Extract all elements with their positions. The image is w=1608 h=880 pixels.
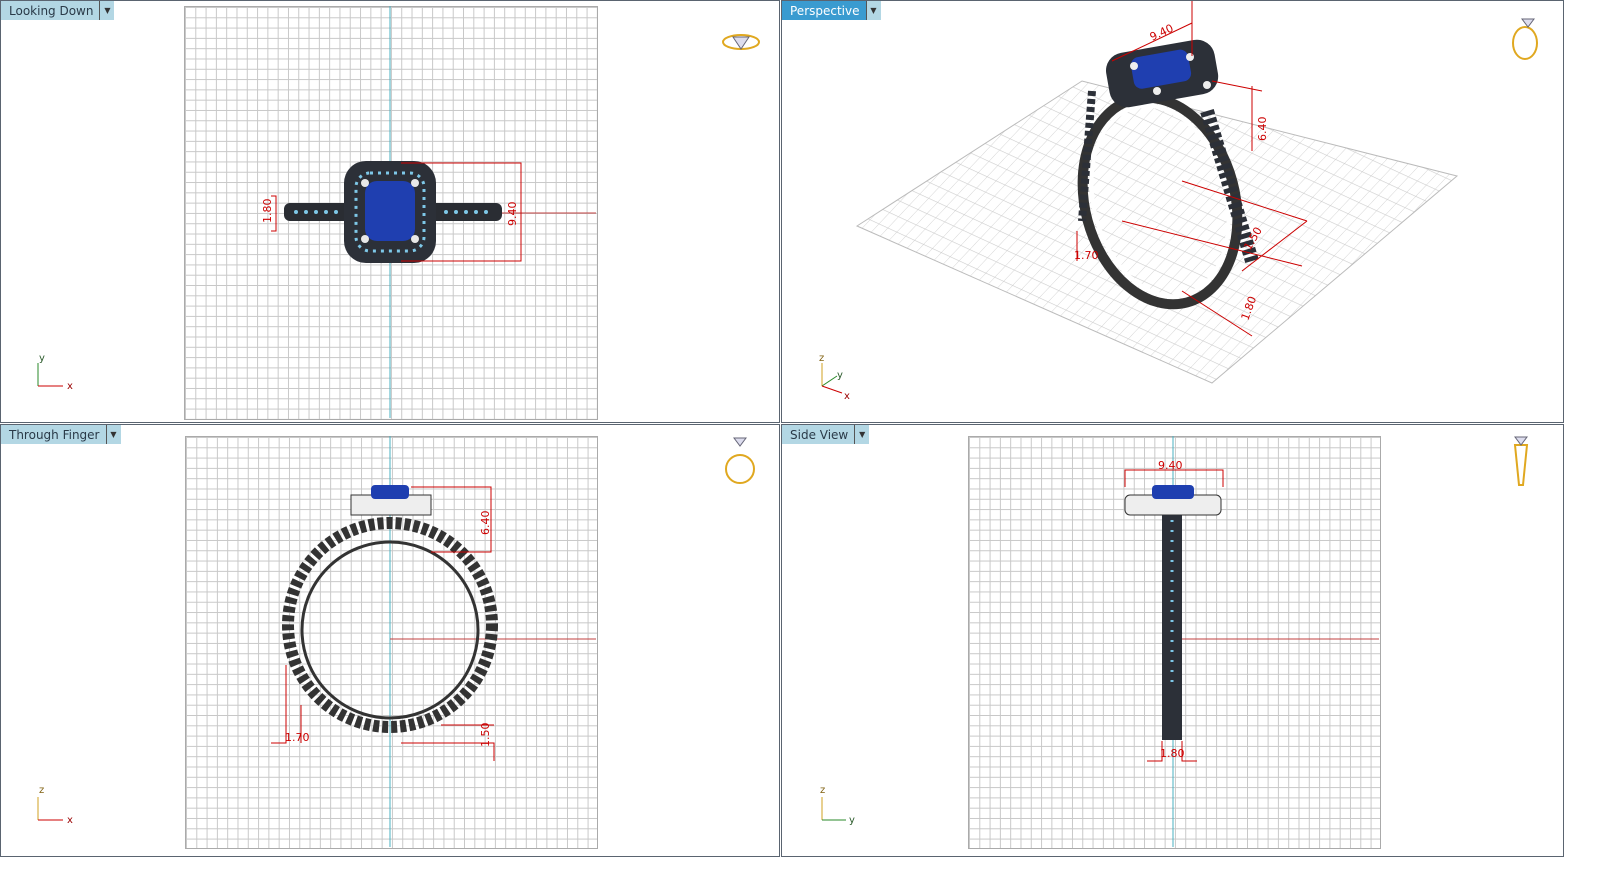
dimension-label: 1.70 [1074, 249, 1099, 262]
axis-label-z: z [820, 785, 825, 796]
axis-label-x: x [67, 381, 73, 392]
chevron-down-icon[interactable]: ▼ [854, 425, 870, 444]
dimension-label: 1.70 [285, 731, 310, 744]
axis-label-z: z [819, 353, 824, 364]
axis-label-z: z [39, 785, 44, 796]
ring-top-icon[interactable] [722, 34, 760, 50]
ring-front-drawing: 6.40 1.70 1.50 z x [37, 436, 755, 847]
viewport-title: Looking Down [9, 3, 94, 18]
viewport-side-view[interactable]: 9.40 1.80 z y Side View ▼ [781, 424, 1564, 857]
chevron-down-icon[interactable]: ▼ [865, 1, 881, 20]
axis-label-y: y [837, 370, 843, 381]
dimension-label: 1.80 [1160, 747, 1185, 760]
ring-perspective-icon[interactable] [1512, 18, 1538, 60]
dimension-label: 9.40 [1158, 459, 1183, 472]
chevron-down-icon[interactable]: ▼ [105, 425, 121, 444]
dimension-label: 6.40 [1256, 117, 1269, 142]
tab-side-view[interactable]: Side View ▼ [782, 425, 870, 444]
viewport-perspective[interactable]: 9.40 6.40 1.70 1.50 1.80 z y x Perspecti… [781, 0, 1564, 423]
axis-label-x: x [844, 391, 850, 402]
viewport-title: Perspective [790, 3, 860, 18]
viewport-title: Side View [790, 427, 849, 442]
axis-label-y: y [39, 353, 45, 364]
tab-through-finger[interactable]: Through Finger ▼ [1, 425, 121, 444]
dimension-label: 9.40 [1148, 22, 1176, 44]
ring-front-icon[interactable] [725, 437, 755, 484]
ring-side-icon[interactable] [1513, 436, 1529, 486]
chevron-down-icon[interactable]: ▼ [99, 1, 115, 20]
dimension-label: 9.40 [506, 202, 519, 227]
ring-top-drawing: 9.40 1.80 y x [37, 6, 760, 418]
ring-side-drawing: 9.40 1.80 z y [820, 436, 1529, 847]
axis-label-x: x [67, 815, 73, 826]
tab-perspective[interactable]: Perspective ▼ [782, 1, 881, 20]
ring-perspective-drawing: 9.40 6.40 1.70 1.50 1.80 z y x [819, 1, 1538, 402]
viewport-title: Through Finger [9, 427, 100, 442]
tab-looking-down[interactable]: Looking Down ▼ [1, 1, 115, 20]
dimension-label: 6.40 [479, 511, 492, 536]
dimension-label: 1.80 [261, 199, 274, 224]
viewport-looking-down[interactable]: 9.40 1.80 y x Looking Down ▼ [0, 0, 780, 423]
viewport-through-finger[interactable]: 6.40 1.70 1.50 z x Through Finger ▼ [0, 424, 780, 857]
dimension-label: 1.50 [479, 723, 492, 748]
axis-label-y: y [849, 815, 855, 826]
